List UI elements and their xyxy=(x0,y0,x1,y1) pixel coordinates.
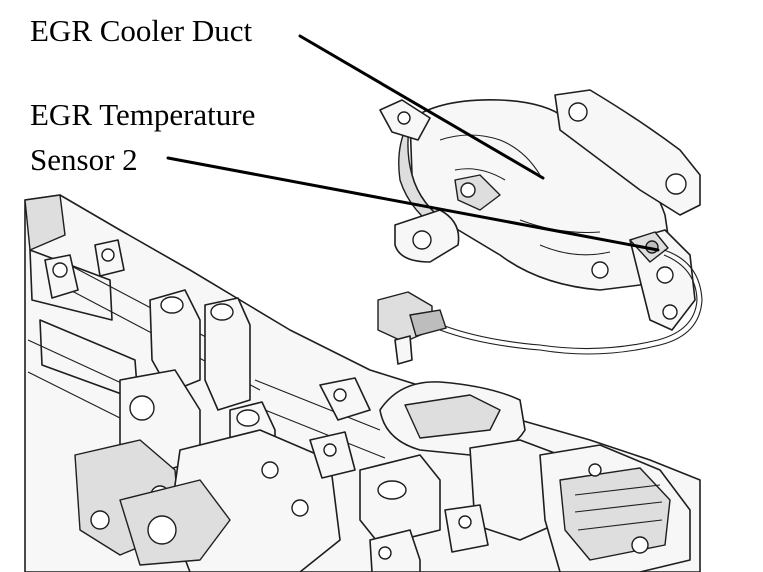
sensor-wire-harness xyxy=(377,249,703,365)
label-egr-temperature-sensor-line2: Sensor 2 xyxy=(30,142,138,177)
label-egr-temperature-sensor-line1: EGR Temperature xyxy=(30,97,256,132)
egr-valve-assembly xyxy=(359,381,691,572)
leader-line-cooler-duct xyxy=(298,34,545,180)
leader-line-temp-sensor xyxy=(166,156,660,252)
egr-cooler-duct xyxy=(379,89,701,331)
label-egr-cooler-duct: EGR Cooler Duct xyxy=(30,13,253,48)
